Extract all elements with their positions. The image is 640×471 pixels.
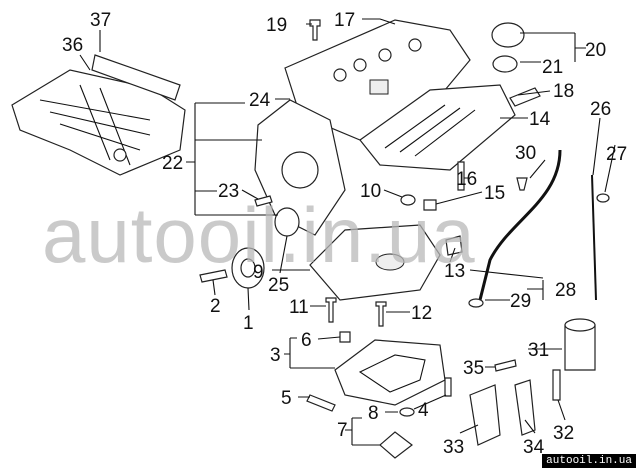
callout-20: 20 (585, 40, 606, 61)
timing-cover-part (254, 99, 346, 236)
watermark-small: autooil.in.ua (542, 454, 636, 468)
callout-8: 8 (368, 403, 379, 424)
bolt-15-part (423, 199, 437, 211)
intake-manifold-part (11, 69, 186, 176)
callout-labels: 37 36 19 17 20 21 18 24 14 26 22 27 30 1… (62, 10, 627, 458)
o-ring-29-part (468, 298, 484, 308)
callout-2: 2 (210, 296, 221, 317)
callout-11: 11 (289, 297, 309, 318)
bolt-4-part (444, 377, 452, 397)
bolt-12-part (375, 301, 387, 327)
callout-27: 27 (606, 144, 627, 165)
callout-26: 26 (590, 99, 611, 120)
callout-33: 33 (443, 437, 464, 458)
callout-29: 29 (510, 291, 531, 312)
washer-8-part (399, 407, 415, 417)
callout-28: 28 (555, 280, 576, 301)
callout-15: 15 (484, 183, 505, 204)
bolt-35-part (494, 359, 517, 372)
callout-34: 34 (523, 437, 545, 458)
bolt-11-part (325, 297, 337, 323)
callout-25: 25 (268, 275, 289, 296)
watermark-large: autooil.in.ua (42, 191, 476, 279)
oil-pan-part (334, 339, 446, 406)
sensor-7-part (379, 431, 413, 459)
bracket-34-part (514, 379, 536, 436)
cylinder-head-cover-part (359, 84, 516, 171)
leader-lines (79, 18, 616, 446)
oil-pan-upper-part (309, 224, 441, 301)
intake-gasket-part (91, 54, 181, 101)
callout-4: 4 (418, 400, 429, 421)
part-32 (552, 369, 561, 401)
callout-16: 16 (456, 169, 477, 190)
callout-30: 30 (515, 143, 536, 164)
callout-14: 14 (529, 109, 551, 130)
bolt-16-part (457, 161, 465, 191)
oil-cap-part (491, 22, 525, 48)
callout-37: 37 (90, 10, 111, 31)
callout-5: 5 (281, 388, 292, 409)
part-5 (306, 394, 336, 412)
callout-1: 1 (243, 313, 254, 334)
bracket-18-part (509, 87, 541, 107)
washer-10-part (400, 194, 416, 206)
part-13 (445, 235, 463, 256)
bolt-2-part (199, 269, 228, 283)
pulley-part (231, 247, 265, 289)
callout-9: 9 (253, 262, 264, 283)
callout-31: 31 (528, 340, 549, 361)
callout-7: 7 (337, 420, 348, 441)
callout-35: 35 (463, 358, 484, 379)
callout-18: 18 (553, 81, 574, 102)
callout-6: 6 (301, 330, 312, 351)
o-ring-27-part (596, 193, 610, 203)
callout-22: 22 (162, 153, 183, 174)
callout-19: 19 (266, 15, 287, 36)
callout-10: 10 (360, 181, 381, 202)
callout-12: 12 (411, 303, 432, 324)
dipstick-part (591, 174, 597, 301)
callout-21: 21 (542, 57, 563, 78)
callout-17: 17 (334, 10, 355, 31)
callout-32: 32 (553, 423, 574, 444)
cap-seal-part (492, 55, 518, 73)
oil-filter-part (564, 318, 596, 371)
callout-13: 13 (444, 261, 465, 282)
callout-23: 23 (218, 181, 239, 202)
bolt-19-part (309, 19, 321, 41)
callout-24: 24 (249, 90, 271, 111)
callout-3: 3 (270, 345, 281, 366)
cooler-33-part (469, 384, 501, 446)
bolt-23-part (254, 195, 273, 207)
sensor-30-part (516, 177, 528, 191)
plug-6-part (339, 331, 351, 343)
callout-36: 36 (62, 35, 83, 56)
dipstick-tube-part (478, 149, 562, 301)
